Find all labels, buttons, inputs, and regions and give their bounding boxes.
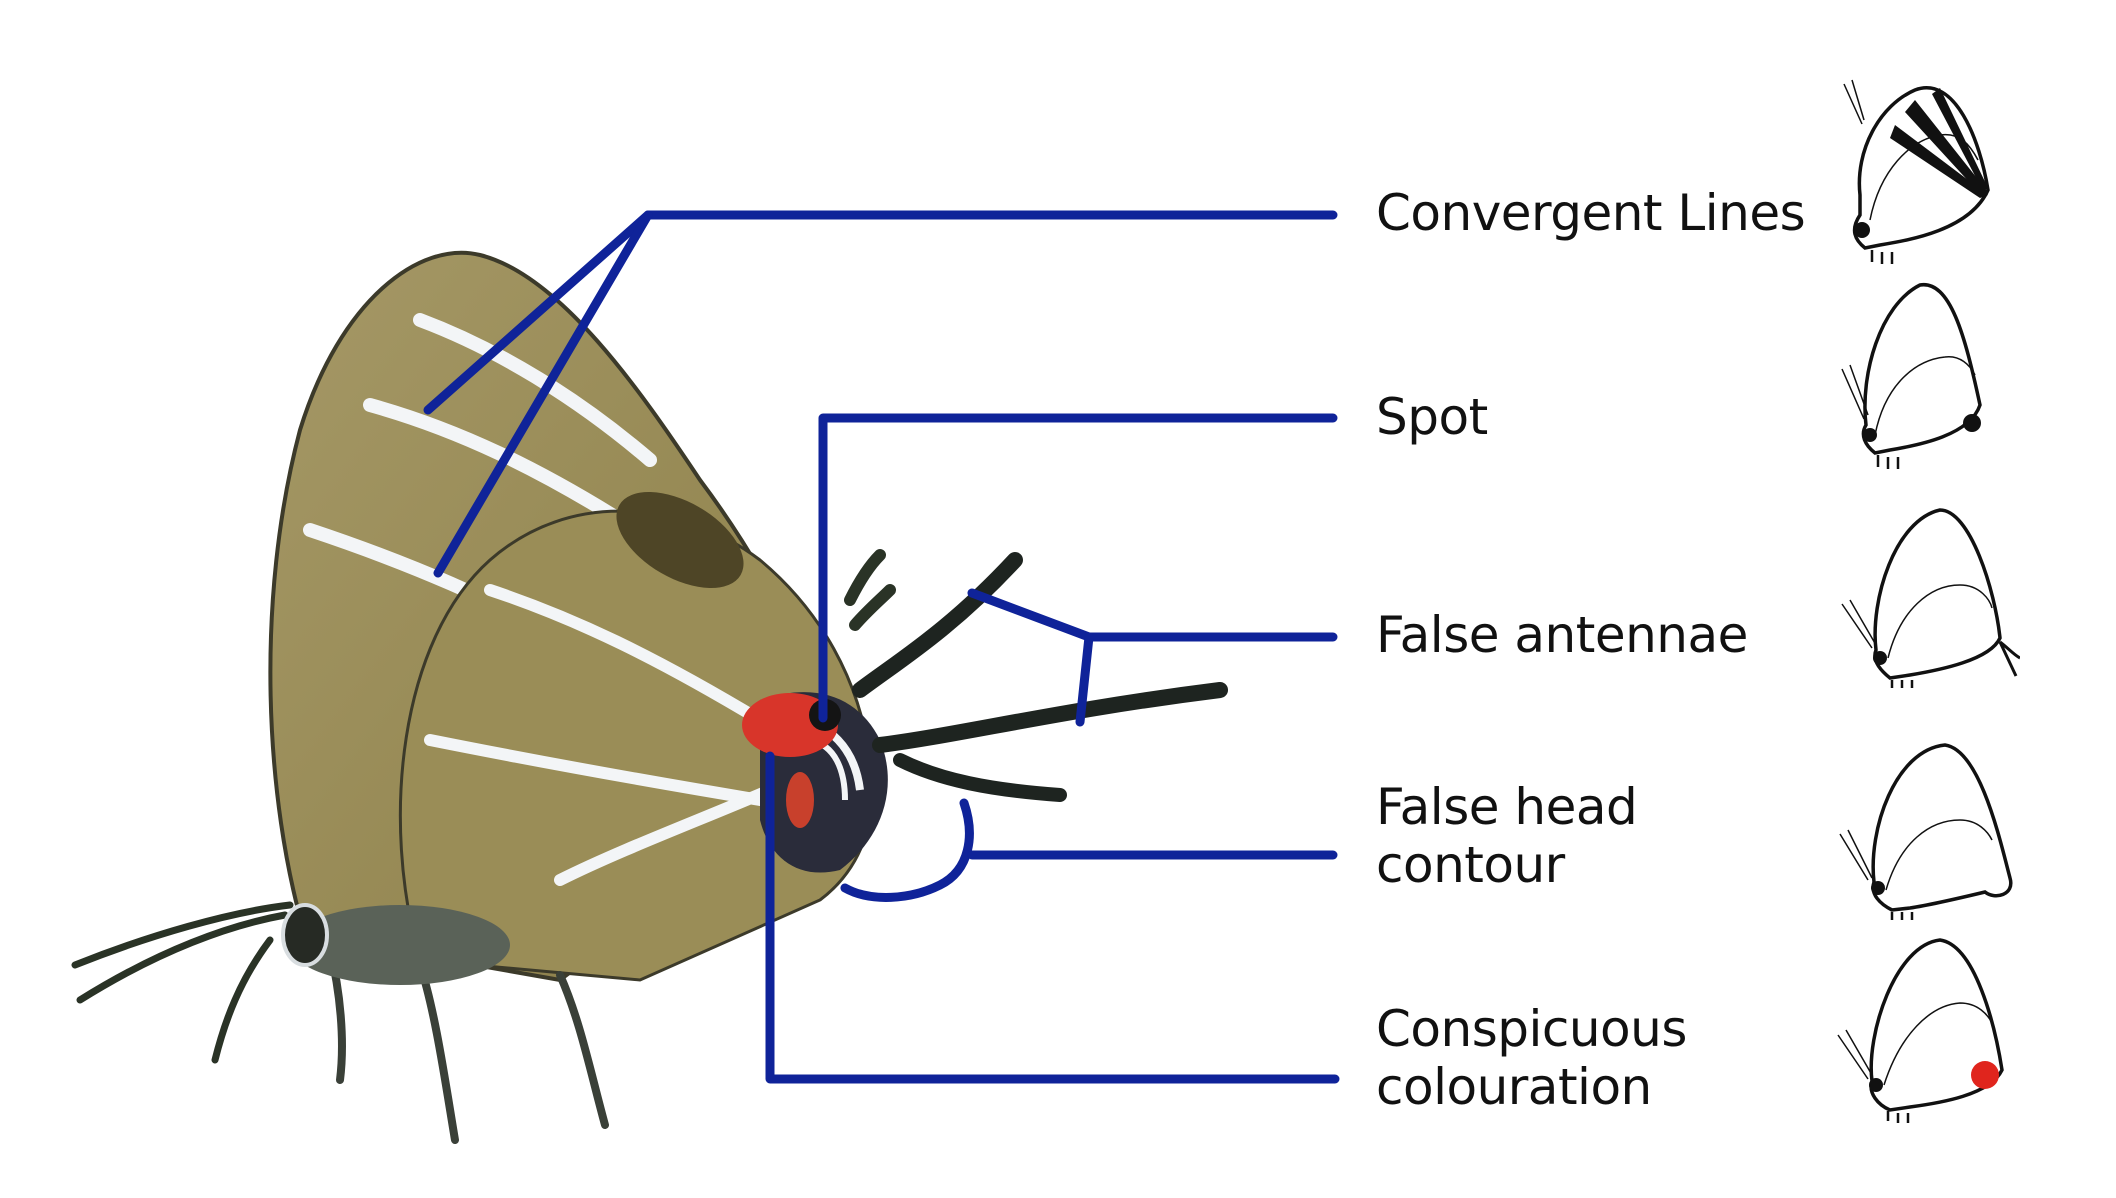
- label-convergent-lines: Convergent Lines: [1376, 184, 1806, 242]
- head: [281, 903, 329, 967]
- antennae: [71, 901, 294, 1064]
- thorax: [290, 905, 510, 985]
- leader-conspicuous-colouration: [765, 751, 1340, 1084]
- red-colour-dot: [1971, 1061, 1999, 1089]
- leader-false-head-contour: [840, 798, 974, 902]
- label-false-antennae: False antennae: [1376, 606, 1748, 664]
- butterfly-convergent-lines-icon: [1843, 79, 1990, 264]
- tail-antennae: [1998, 640, 2020, 677]
- butterfly-false-head-contour-icon: [1839, 743, 2013, 920]
- hindwing-stripes: [424, 584, 776, 886]
- label-conspicuous-colouration: Conspicuous colouration: [1376, 1000, 1687, 1116]
- butterfly-false-antennae-icon: [1841, 508, 2020, 688]
- label-false-head-contour: False head contour: [1376, 778, 1638, 894]
- leader-spot: [818, 413, 1338, 723]
- leader-false-antennae: [967, 588, 1338, 642]
- butterfly-conspicuous-colouration-icon: [1837, 938, 2004, 1123]
- spot-dot: [1963, 414, 1981, 432]
- label-spot: Spot: [1376, 388, 1488, 446]
- hindwing-dark-band: [616, 491, 744, 589]
- false-head-tail: [742, 549, 1228, 873]
- butterfly-spot-icon: [1841, 283, 1982, 469]
- leader-convergent-lines: [423, 210, 1338, 415]
